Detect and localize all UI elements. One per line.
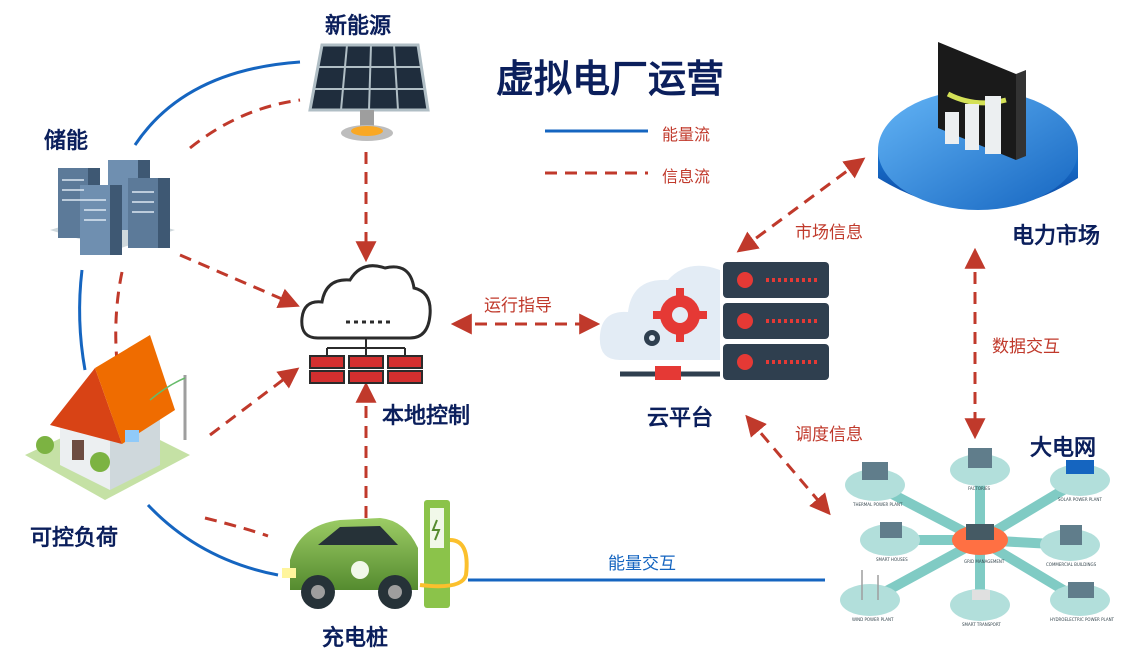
- grid-label-grid-mgmt: GRID MANAGEMENT: [964, 559, 1005, 564]
- cloud-platform-icon: [599, 262, 829, 380]
- local-control-icon: [300, 264, 432, 384]
- info-line-storage-local: [179, 253, 300, 308]
- grid-label-commercial: COMMERCIAL BUILDINGS: [1046, 562, 1097, 567]
- node-label-controllable-load: 可控负荷: [30, 526, 119, 551]
- node-label-new-energy: 新能源: [325, 14, 392, 39]
- house-icon: [25, 335, 190, 500]
- grid-label-smart-houses: SMART HOUSES: [876, 557, 908, 562]
- node-label-power-grid: 大电网: [1030, 436, 1097, 461]
- info-line-cloud-grid: [745, 414, 831, 516]
- node-label-charging-pile: 充电桩: [322, 626, 389, 651]
- energy-line-storage-newenergy: [133, 60, 301, 146]
- info-line-storage-newenergy: [189, 98, 301, 150]
- solar-panel-icon: [308, 43, 430, 141]
- node-label-storage: 储能: [44, 129, 89, 154]
- edge-label-energy-exchange: 能量交互: [608, 554, 676, 574]
- edge-label-market-info: 市场信息: [795, 223, 863, 243]
- diagram-title: 虚拟电厂运营: [496, 57, 725, 101]
- node-label-cloud-platform: 云平台: [647, 406, 714, 431]
- grid-label-wind: WIND POWER PLANT: [852, 617, 894, 622]
- grid-label-solar: SOLAR POWER PLANT: [1058, 497, 1102, 502]
- node-label-local-control: 本地控制: [382, 404, 471, 429]
- legend-energy-label: 能量流: [662, 125, 711, 144]
- info-line-load-local: [209, 367, 300, 437]
- storage-battery-icon: [50, 160, 175, 255]
- energy-line-load-charger: [146, 503, 279, 577]
- grid-label-factories: FACTORIES: [968, 486, 990, 491]
- legend: [545, 129, 648, 175]
- info-line-cloud-market: [736, 157, 866, 253]
- energy-line-storage-load: [78, 269, 87, 371]
- edge-label-dispatch-info: 调度信息: [795, 425, 863, 445]
- edge-label-operation-guidance: 运行指导: [484, 296, 552, 316]
- grid-label-hydro: HYDROELECTRIC POWER PLANT: [1050, 617, 1115, 622]
- edge-label-data-exchange: 数据交互: [992, 337, 1060, 357]
- node-label-power-market: 电力市场: [1012, 224, 1101, 249]
- info-line-load-charger: [204, 516, 269, 538]
- power-market-icon: [878, 42, 1078, 210]
- grid-label-transport: SMART TRANSPORT: [962, 622, 1001, 627]
- power-grid-icon: THERMAL POWER PLANT FACTORIES SOLAR POWE…: [840, 448, 1115, 627]
- legend-info-label: 信息流: [662, 167, 711, 186]
- info-flow-lines: [114, 98, 986, 538]
- grid-label-thermal: THERMAL POWER PLANT: [852, 502, 903, 507]
- energy-flow-lines: [78, 60, 825, 582]
- ev-car-charger-icon: [282, 500, 469, 609]
